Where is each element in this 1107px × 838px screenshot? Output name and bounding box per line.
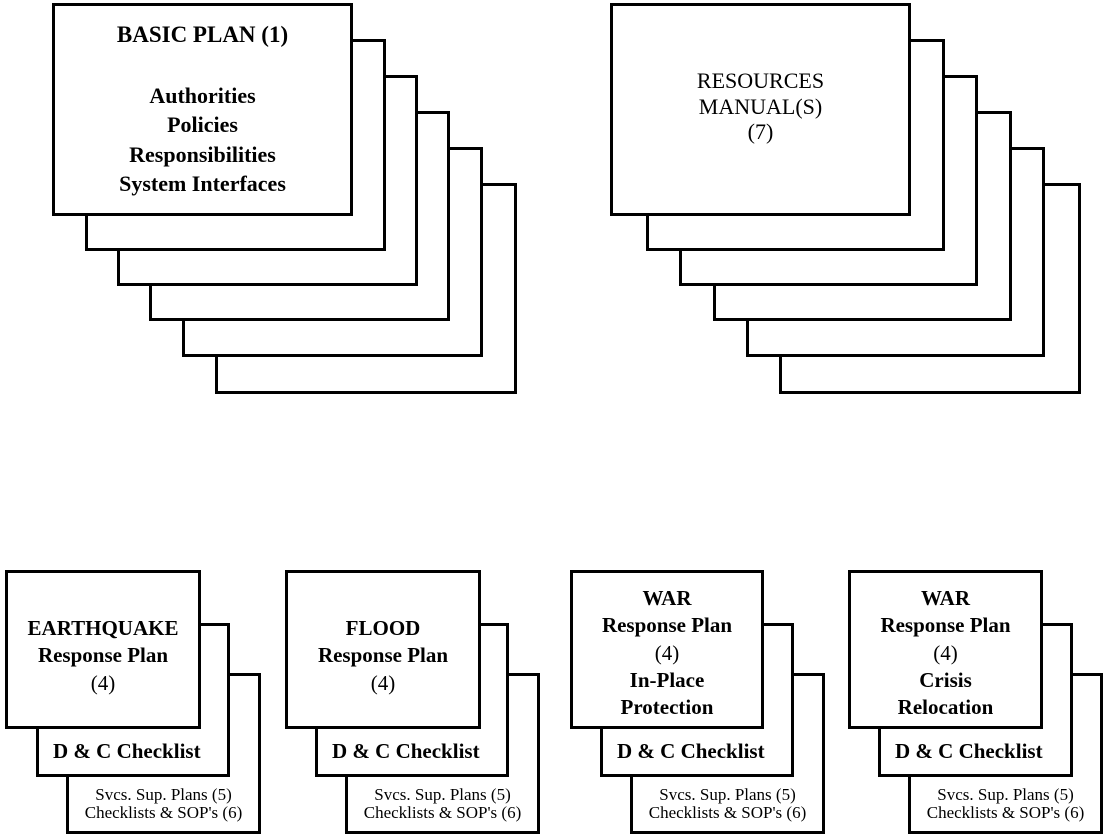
hazard-layer-support-label: Svcs. Sup. Plans (5) Checklists & SOP's … bbox=[348, 784, 537, 823]
hazard-layer-dc-label: D & C Checklist bbox=[617, 738, 765, 763]
hazard-title-line: (4) bbox=[654, 640, 680, 665]
svcs-sup-plans-line: Svcs. Sup. Plans (5) bbox=[374, 784, 511, 804]
hazard-main-card-flood[interactable]: FLOOD Response Plan (4) bbox=[285, 570, 481, 729]
hazard-title-line: Response Plan bbox=[880, 613, 1011, 638]
checklists-sops-line: Checklists & SOP's (6) bbox=[363, 803, 522, 823]
hazard-main-title: WAR Response Plan (4) Crisis Relocation bbox=[851, 585, 1040, 721]
resources-manual-title: RESOURCES MANUAL(S) (7) bbox=[613, 68, 908, 145]
resources-manual-main-card[interactable]: RESOURCES MANUAL(S) (7) bbox=[610, 3, 911, 216]
hazard-layer-support-label: Svcs. Sup. Plans (5) Checklists & SOP's … bbox=[911, 784, 1100, 823]
checklists-sops-line: Checklists & SOP's (6) bbox=[84, 803, 243, 823]
basic-plan-title: BASIC PLAN (1) bbox=[116, 22, 289, 47]
hazard-title-line: FLOOD bbox=[345, 616, 421, 640]
svcs-sup-plans-line: Svcs. Sup. Plans (5) bbox=[95, 784, 232, 804]
checklists-sops-line: Checklists & SOP's (6) bbox=[648, 803, 807, 823]
svcs-sup-plans-line: Svcs. Sup. Plans (5) bbox=[659, 784, 796, 804]
hazard-main-card-war-crisis[interactable]: WAR Response Plan (4) Crisis Relocation bbox=[848, 570, 1043, 729]
hazard-main-title: EARTHQUAKE Response Plan (4) bbox=[8, 615, 198, 697]
hazard-title-line: Response Plan bbox=[601, 613, 733, 638]
hazard-layer-dc-label: D & C Checklist bbox=[332, 738, 480, 763]
hazard-title-line: Relocation bbox=[897, 695, 994, 720]
hazard-title-line: (4) bbox=[370, 670, 396, 695]
hazard-title-line: Protection bbox=[620, 695, 714, 720]
svcs-sup-plans-line: Svcs. Sup. Plans (5) bbox=[937, 784, 1074, 804]
hazard-title-line: Response Plan bbox=[317, 643, 449, 668]
basic-plan-item: Authorities bbox=[149, 83, 256, 108]
hazard-layer-support-label: Svcs. Sup. Plans (5) Checklists & SOP's … bbox=[633, 784, 822, 823]
basic-plan-item: Policies bbox=[167, 112, 238, 138]
resources-manual-title-line3: (7) bbox=[747, 119, 774, 145]
hazard-main-title: FLOOD Response Plan (4) bbox=[288, 615, 478, 697]
hazard-title-line: WAR bbox=[920, 586, 970, 610]
hazard-main-card-earthquake[interactable]: EARTHQUAKE Response Plan (4) bbox=[5, 570, 201, 729]
hazard-title-line: In-Place bbox=[629, 667, 705, 692]
basic-plan-items: Authorities Policies Responsibilities Sy… bbox=[55, 81, 350, 198]
hazard-title-line: WAR bbox=[642, 586, 692, 610]
basic-plan-item: Responsibilities bbox=[129, 141, 276, 167]
hazard-main-card-war-in-place[interactable]: WAR Response Plan (4) In-Place Protectio… bbox=[570, 570, 764, 729]
hazard-title-line: Response Plan bbox=[37, 643, 169, 668]
hazard-main-title: WAR Response Plan (4) In-Place Protectio… bbox=[573, 585, 761, 721]
resources-manual-title-line1: RESOURCES bbox=[696, 68, 825, 93]
hazard-layer-dc-label: D & C Checklist bbox=[53, 738, 201, 763]
checklists-sops-line: Checklists & SOP's (6) bbox=[926, 803, 1085, 823]
hazard-title-line: Crisis bbox=[919, 667, 972, 692]
hazard-layer-dc-label: D & C Checklist bbox=[895, 738, 1043, 763]
basic-plan-item: System Interfaces bbox=[119, 170, 286, 196]
hazard-layer-support-label: Svcs. Sup. Plans (5) Checklists & SOP's … bbox=[69, 784, 258, 823]
hazard-title-line: (4) bbox=[90, 670, 116, 695]
basic-plan-main-card[interactable]: BASIC PLAN (1) Authorities Policies Resp… bbox=[52, 3, 353, 216]
hazard-title-line: (4) bbox=[933, 640, 958, 665]
hazard-title-line: EARTHQUAKE bbox=[27, 616, 179, 640]
resources-manual-title-line2: MANUAL(S) bbox=[698, 93, 823, 119]
